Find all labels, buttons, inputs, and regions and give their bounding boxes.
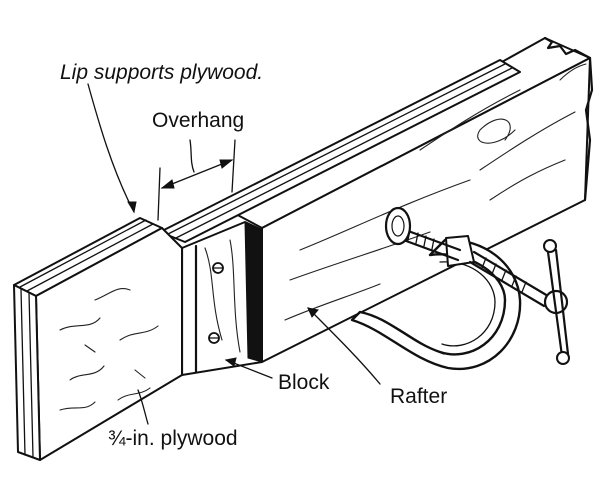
plywood-panel <box>13 217 183 461</box>
label-plywood: ¾-in. plywood <box>108 427 238 450</box>
c-clamp-icon <box>350 206 570 371</box>
screw-icon <box>212 262 224 274</box>
label-lip-supports-plywood: Lip supports plywood. <box>60 61 264 84</box>
screw-icon <box>208 332 220 344</box>
overhang-dimension <box>157 139 236 221</box>
label-block: Block <box>278 371 330 394</box>
leader-lines <box>87 83 381 425</box>
label-overhang: Overhang <box>152 109 245 132</box>
label-rafter: Rafter <box>390 385 448 408</box>
block <box>180 221 263 377</box>
rafter-board <box>231 36 594 363</box>
plywood-top-strip <box>159 59 521 243</box>
